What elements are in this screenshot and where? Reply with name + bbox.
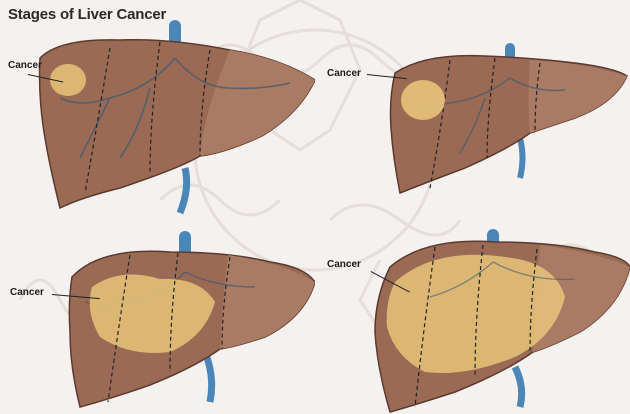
stage-3-cancer-label: Cancer (10, 287, 44, 298)
stage-4-cancer-label: Cancer (327, 259, 361, 270)
stage-2-panel: Cancer (315, 18, 630, 225)
liver-illustration-3 (0, 207, 315, 414)
stage-1-cancer-label: Cancer (8, 60, 42, 71)
stage-2-cancer-label: Cancer (327, 68, 361, 79)
liver-illustration-1 (0, 18, 315, 218)
stage-1-panel: Cancer (0, 18, 315, 225)
stage-3-panel: Cancer (0, 207, 315, 414)
stage-4-panel: Cancer (315, 207, 630, 414)
liver-illustration-2 (315, 18, 630, 218)
liver-illustration-4 (315, 207, 630, 414)
